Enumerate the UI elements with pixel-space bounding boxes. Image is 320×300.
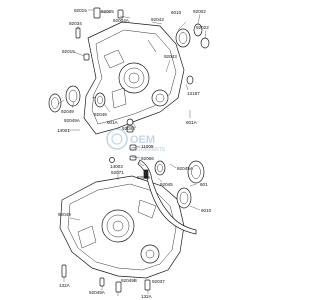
part-label-92049b: 92049B <box>121 278 137 283</box>
part-label-92071: 92071 <box>111 170 124 175</box>
upper-crankcase-half <box>83 21 185 135</box>
left-bearing-group-upper <box>48 85 106 113</box>
part-label-92015: 92015 <box>74 8 87 13</box>
leader-lines <box>57 9 207 296</box>
part-label-132a-bottom: 132A <box>141 294 153 299</box>
part-label-92045a: 92045A <box>177 166 194 171</box>
watermark-text: OEM <box>130 134 155 146</box>
part-label-92002: 92002 <box>193 9 206 14</box>
right-bearing-group-upper <box>175 23 210 85</box>
part-label-14003: 14003 <box>110 164 123 169</box>
part-label-92049a-bottom: 92049A <box>89 290 106 295</box>
part-label-92049-lower: 92049 <box>58 212 71 217</box>
part-label-601a-center: 601A <box>107 120 119 125</box>
part-label-92037: 92037 <box>152 279 165 284</box>
part-label-92045: 92045 <box>160 182 173 187</box>
part-label-6010-lower: 6010 <box>201 208 212 213</box>
part-label-92049-center: 92049 <box>94 112 107 117</box>
part-label-601: 601 <box>200 182 208 187</box>
watermark-logo: OEM MOTORPARTS <box>106 128 166 153</box>
part-label-92043-top: 92043 <box>151 17 164 22</box>
part-label-14001: 14001 <box>57 128 70 133</box>
crankcase-exploded-diagram: OEM MOTORPARTS 92015 92005 92034 92004A … <box>48 7 212 299</box>
part-label-92066: 92066 <box>141 156 154 161</box>
part-label-132a-left: 132A <box>59 283 71 288</box>
part-label-92022: 92022 <box>196 25 209 30</box>
part-label-92049-left: 92049 <box>61 109 74 114</box>
watermark-subtext: MOTORPARTS <box>130 147 166 153</box>
part-label-92049a-left: 92049A <box>64 118 81 123</box>
breather-hose <box>137 159 197 235</box>
part-label-92004a: 92004A <box>113 18 130 23</box>
part-label-11009: 11009 <box>141 144 154 149</box>
part-label-6010-top: 6010 <box>171 10 182 15</box>
part-label-601a: 601A <box>186 120 198 125</box>
part-number-labels: 92015 92005 92034 92004A 92043 6010 9200… <box>57 8 212 299</box>
lower-crankcase-half <box>59 175 185 279</box>
part-label-92005: 92005 <box>101 9 114 14</box>
middle-small-parts <box>61 144 151 293</box>
right-bearing-group-lower <box>154 160 205 209</box>
part-label-13187: 13187 <box>187 91 200 96</box>
part-label-92059: 92059 <box>137 175 150 180</box>
part-label-92015-left: 92015 <box>62 49 75 54</box>
part-label-92043-center: 92043 <box>122 126 135 131</box>
part-label-92043-right: 92043 <box>164 54 177 59</box>
part-label-92034: 92034 <box>69 21 82 26</box>
